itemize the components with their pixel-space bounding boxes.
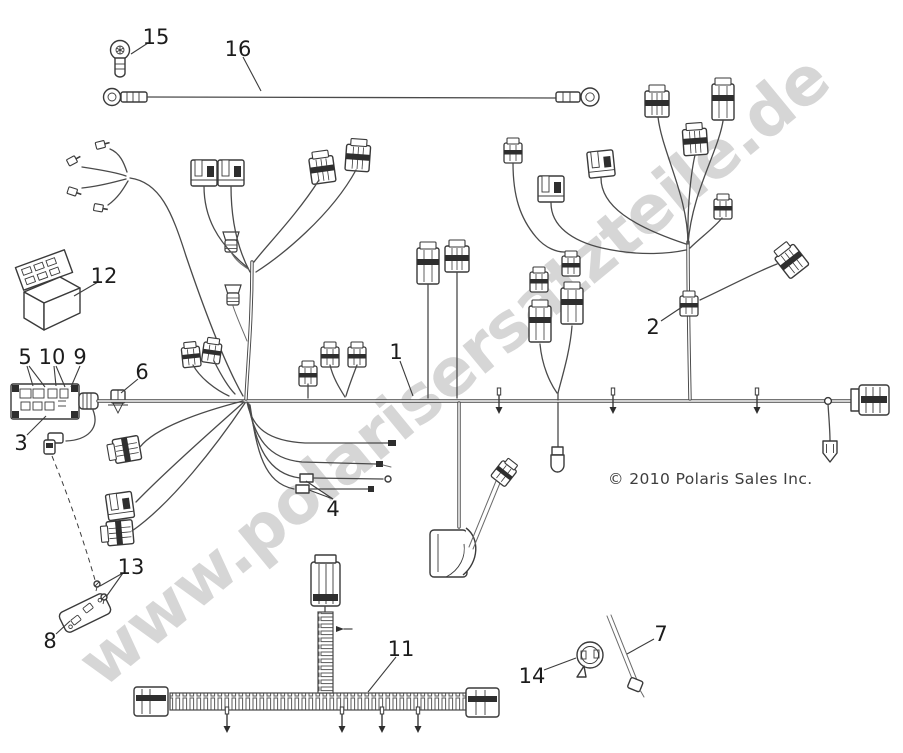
diagonal-sensor	[468, 455, 521, 550]
callout-16: 16	[225, 37, 252, 61]
spade-pigtail	[65, 138, 244, 397]
callout-15: 15	[143, 25, 170, 49]
left-branch-connector-2	[104, 490, 136, 522]
bracket-screw-1	[93, 580, 101, 592]
right-branch-bundle-highlight	[687, 241, 691, 400]
bracket-screw-2	[100, 593, 108, 605]
branch-connector-2	[679, 290, 699, 317]
leader-lines	[26, 42, 683, 693]
diagonal-connector	[769, 238, 811, 280]
upper-connector-2	[344, 137, 372, 173]
bulb-socket	[550, 402, 565, 473]
stack-connector-2a	[561, 250, 581, 277]
relay-connector-3	[537, 175, 565, 203]
fuse-box	[10, 383, 99, 420]
lower-conduit-harness	[133, 554, 500, 734]
stack-connector-1b	[528, 299, 552, 343]
callout-5: 5	[18, 345, 31, 369]
relay-connector-4-wire	[600, 177, 687, 245]
stack-connector-1a	[529, 266, 549, 293]
right-connector-4	[713, 193, 733, 220]
callout-10: 10	[39, 345, 66, 369]
diagonal-connector-wire	[699, 263, 778, 301]
mount-reference-line	[51, 455, 96, 581]
upper-branch-bundle-highlight	[245, 261, 253, 400]
pair-wire-a	[329, 364, 346, 398]
right-connector-2	[711, 77, 735, 121]
tall-connector-2	[444, 239, 470, 273]
cable-tie	[606, 614, 645, 698]
left-branch-wire-1	[139, 400, 244, 448]
small-connector-left-1	[180, 340, 202, 369]
callout-12: 12	[91, 264, 118, 288]
callout-3: 3	[14, 431, 27, 455]
lower-bracket-connector	[429, 401, 477, 578]
decal-sheet	[14, 249, 74, 291]
right-cluster-wires	[657, 116, 724, 249]
relay-connector-2	[217, 159, 245, 187]
callout-1: 1	[389, 340, 402, 364]
right-connector-1	[644, 84, 670, 118]
small-connector-left-1-wire	[192, 364, 230, 397]
small-connector-left-2	[200, 336, 224, 365]
round-connector-2	[224, 284, 242, 306]
stack-wires	[539, 325, 573, 401]
round-clip	[576, 641, 604, 678]
lower-harness-left-connector	[133, 686, 169, 717]
callout-7: 7	[654, 622, 667, 646]
copyright-text: © 2010 Polaris Sales Inc.	[608, 470, 813, 488]
callout-13: 13	[118, 555, 145, 579]
upper-connector-1	[307, 148, 337, 186]
tall-connector-1	[416, 241, 440, 285]
pair-wire-b	[345, 364, 358, 397]
callout-8: 8	[43, 629, 56, 653]
pair-connector-a	[320, 341, 340, 368]
lower-harness-right-connector	[465, 687, 500, 718]
accessory-plug	[43, 409, 96, 455]
left-branch-connector-3	[99, 518, 135, 548]
relay-connector-4	[586, 149, 616, 179]
pair-connector-b	[347, 341, 367, 368]
relay-connector-3-wire	[550, 202, 687, 255]
callout-14: 14	[519, 664, 546, 688]
mid-connector-1	[503, 137, 523, 164]
ground-cable-part	[102, 87, 600, 107]
upper-cluster-wires	[203, 169, 357, 342]
relay-connector-1	[190, 159, 218, 187]
mounting-bracket	[58, 593, 112, 633]
branch-top-connector	[310, 554, 341, 613]
sensor-connector-1	[298, 360, 318, 387]
mid-connector-1-wire	[512, 162, 565, 253]
callout-11: 11	[388, 637, 415, 661]
callout-9: 9	[73, 345, 86, 369]
callout-2: 2	[646, 315, 659, 339]
left-branch-wire-3	[131, 402, 246, 532]
left-branch-wire-2	[135, 401, 245, 503]
screw-part	[109, 39, 131, 78]
small-connector-left-2-wire	[213, 360, 236, 395]
trunk-end-connector	[850, 384, 890, 416]
bullet-terminal	[822, 403, 838, 463]
callout-6: 6	[135, 360, 148, 384]
callout-4: 4	[326, 497, 339, 521]
box-part	[23, 276, 81, 331]
left-branch-connector-1	[105, 434, 143, 466]
watermark-text: www.polarisersatzteile.de	[64, 40, 844, 702]
stack-connector-2b	[560, 281, 584, 325]
